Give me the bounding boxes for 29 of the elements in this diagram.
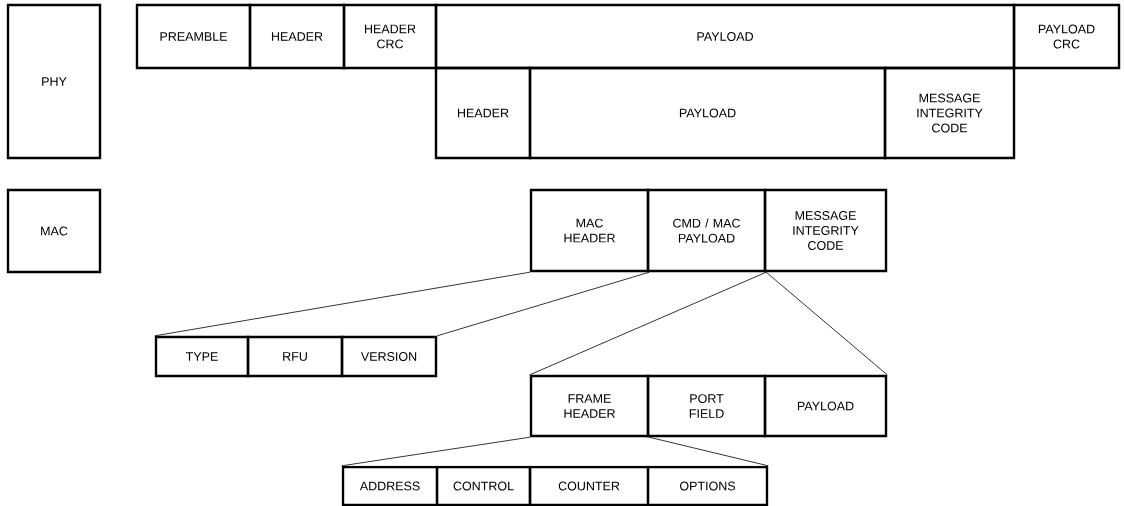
field-box: COUNTER [528, 465, 650, 506]
expansion-line [154, 271, 531, 337]
field-box: PAYLOAD [763, 374, 888, 438]
field-box: CMD / MAC PAYLOAD [646, 188, 767, 273]
field-box: MESSAGE INTEGRITY CODE [883, 66, 1016, 160]
field-box: PREAMBLE [135, 3, 252, 70]
field-box: RFU [246, 335, 344, 378]
field-box: PORT FIELD [646, 374, 767, 438]
label-box: PHY [6, 3, 102, 160]
field-box: VERSION [340, 335, 438, 378]
field-box: HEADER [248, 3, 346, 70]
field-box: TYPE [154, 335, 250, 378]
label-box: MAC [6, 188, 102, 274]
expansion-line [529, 271, 767, 376]
field-box: FRAME HEADER [529, 374, 650, 438]
expansion-line [436, 271, 650, 337]
expansion-line [765, 271, 888, 376]
field-box: CONTROL [435, 465, 532, 506]
field-box: PAYLOAD [434, 3, 1016, 70]
field-box: HEADER CRC [342, 3, 438, 70]
field-box: OPTIONS [646, 465, 769, 506]
expansion-line [341, 436, 531, 467]
field-box: PAYLOAD CRC [1012, 3, 1121, 70]
field-box: MESSAGE INTEGRITY CODE [763, 188, 888, 273]
expansion-line [648, 436, 769, 467]
field-box: MAC HEADER [529, 188, 650, 273]
field-box: ADDRESS [341, 465, 439, 506]
field-box: PAYLOAD [528, 66, 887, 160]
field-box: HEADER [434, 66, 532, 160]
